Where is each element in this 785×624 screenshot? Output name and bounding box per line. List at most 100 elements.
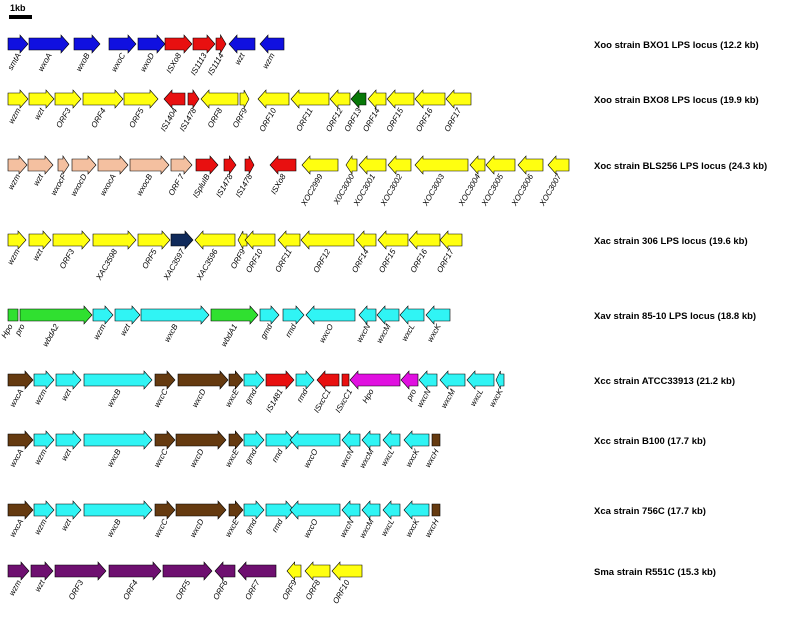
scale-bar-line — [9, 15, 32, 19]
gene-arrow — [83, 430, 153, 450]
gene-label: ORF3 — [54, 106, 73, 129]
gene-arrow — [349, 370, 401, 390]
gene-arrow — [33, 370, 55, 390]
gene-arrow — [341, 500, 361, 520]
gene-label: ORF4 — [121, 578, 140, 601]
gene-label: ORF9 — [231, 106, 250, 129]
gene-label: pro — [13, 322, 27, 338]
gene-label: IS1478 — [178, 106, 199, 133]
gene-arrow — [175, 500, 227, 520]
gene-arrow — [431, 433, 441, 447]
gene-arrow — [92, 230, 137, 250]
gene-label: gmd — [259, 322, 275, 340]
gene-label: wxcB — [105, 447, 123, 469]
gene-label: wzt — [233, 51, 247, 67]
gene-arrow — [19, 305, 93, 325]
gene-arrow — [243, 370, 265, 390]
gene-label: XAC3597 — [161, 247, 187, 283]
gene-label: IS1114 — [206, 51, 226, 77]
gene-arrow — [387, 155, 412, 175]
gene-arrow — [210, 305, 259, 325]
gene-label: wxocA — [98, 173, 118, 198]
gene-arrow — [192, 34, 216, 54]
gene-label: wxocF — [49, 172, 69, 197]
gene-label: wxcE — [223, 387, 241, 409]
gene-arrow — [57, 155, 70, 175]
gene-arrow — [243, 500, 265, 520]
gene-label: wzm — [7, 106, 23, 125]
gene-arrow — [7, 34, 29, 54]
gene-arrow — [170, 155, 193, 175]
gene-label: XAC3598 — [94, 247, 120, 283]
gene-label: wxcM — [358, 447, 376, 469]
gene-label: wzt — [32, 106, 46, 122]
gene-label: ORF11 — [294, 107, 314, 133]
gene-label: wxcN — [415, 387, 433, 409]
gene-arrow — [33, 500, 55, 520]
scale-bar: 1kb — [9, 3, 32, 19]
gene-arrow — [7, 230, 27, 250]
gene-label: wxcC — [152, 517, 170, 539]
gene-arrow — [92, 305, 114, 325]
gene-arrow — [123, 89, 159, 109]
gene-arrow — [154, 370, 176, 390]
gene-arrow — [237, 230, 248, 250]
gene-label: ORF9 — [280, 578, 299, 601]
gene-label: Hpo — [361, 387, 376, 405]
gene-arrow — [28, 34, 70, 54]
gene-label: wxcA — [8, 388, 25, 409]
gene-label: wxcC — [152, 387, 170, 409]
gene-label: wxcB — [162, 322, 180, 344]
gene-label: ORF15 — [377, 247, 398, 274]
gene-arrow — [54, 561, 107, 581]
gene-label: wzt — [59, 387, 73, 403]
gene-label: wxcK — [487, 387, 505, 409]
locus-label: Sma strain R551C (15.3 kb) — [594, 567, 716, 578]
gene-arrow — [228, 34, 256, 54]
gene-arrow — [33, 430, 55, 450]
gene-arrow — [154, 500, 176, 520]
gene-label: ORF7 — [243, 578, 262, 601]
gene-label: ISXo8 — [269, 172, 288, 196]
gene-arrow — [376, 305, 400, 325]
gene-label: wxcN — [338, 447, 356, 469]
gene-arrow — [382, 430, 401, 450]
gene-arrow — [259, 34, 285, 54]
gene-arrow — [301, 155, 339, 175]
gene-arrow — [108, 561, 162, 581]
gene-arrow — [28, 230, 52, 250]
gene-arrow — [495, 370, 505, 390]
gene-label: wxcN — [355, 322, 373, 344]
gene-label: wxoA — [36, 52, 54, 73]
gene-label: wxcE — [223, 447, 241, 469]
gene-arrow — [83, 370, 153, 390]
gene-label: gmd — [243, 517, 259, 535]
gene-arrow — [97, 155, 129, 175]
gene-arrow — [316, 370, 340, 390]
gene-label: wxcM — [439, 387, 457, 409]
gene-arrow — [114, 305, 141, 325]
gene-label: wzm — [33, 517, 49, 536]
gene-arrow — [215, 33, 227, 55]
gene-label: wzt — [59, 447, 73, 463]
gene-label: rmd — [295, 387, 310, 404]
locus-label: Xoo strain BXO8 LPS locus (19.9 kb) — [594, 95, 759, 106]
gene-arrow — [439, 230, 463, 250]
gene-arrow — [28, 89, 55, 109]
gene-arrow — [345, 155, 358, 175]
gene-label: wxcA — [8, 518, 25, 539]
gene-arrow — [71, 155, 97, 175]
gene-label: IS1404 — [159, 106, 180, 133]
gene-arrow — [200, 89, 239, 109]
gene-arrow — [286, 561, 302, 581]
gene-arrow — [7, 155, 28, 175]
